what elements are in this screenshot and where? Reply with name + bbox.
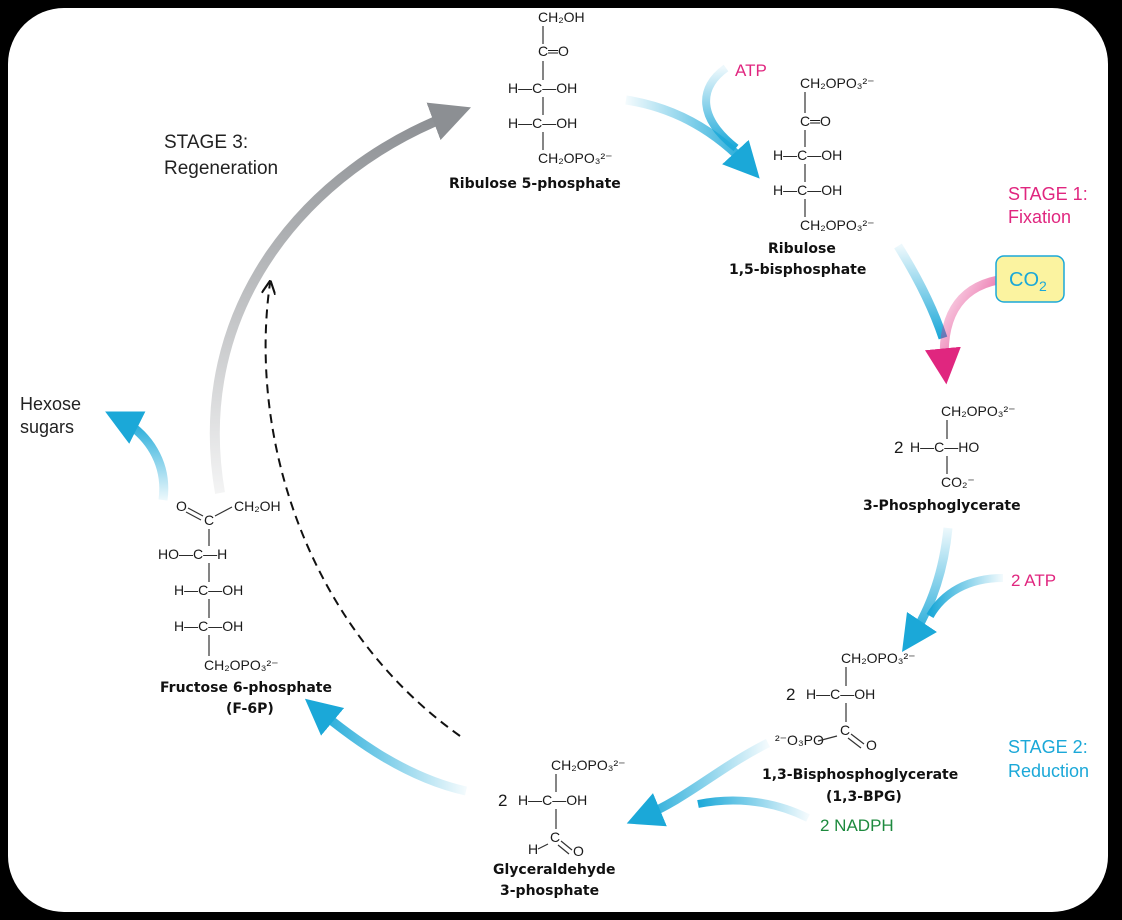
svg-text:CH₂OPO₃²⁻: CH₂OPO₃²⁻ [841, 650, 916, 666]
two-nadph-input-arrow [697, 796, 810, 822]
calvin-cycle-diagram: CO2 ATP 2 ATP 2 NADPH STAGE 3: Regenerat… [20, 9, 1089, 899]
hexose-line2: sugars [20, 417, 74, 437]
atp-label: ATP [735, 61, 767, 80]
two-atp-label: 2 ATP [1011, 571, 1056, 590]
f6p-to-hexose-arrow [105, 411, 169, 501]
3pg-to-bpg-arrow [902, 527, 953, 652]
stage3-line2: Regeneration [164, 158, 278, 179]
svg-text:CO₂⁻: CO₂⁻ [941, 474, 975, 490]
stage2-line2: Reduction [1008, 761, 1089, 781]
svg-text:H—C—OH: H—C—OH [174, 618, 243, 634]
stage2-line1: STAGE 2: [1008, 737, 1088, 757]
svg-text:H—C—OH: H—C—OH [806, 686, 875, 702]
co2-label: CO2 [1009, 269, 1047, 294]
svg-text:CH₂OPO₃²⁻: CH₂OPO₃²⁻ [538, 150, 613, 166]
bpg-to-gap-arrow [626, 738, 771, 827]
rubp-structure: CH₂OPO₃²⁻ C═O H—C—OH H—C—OH CH₂OPO₃²⁻ [773, 75, 875, 233]
svg-text:2: 2 [894, 438, 903, 457]
svg-text:O: O [573, 843, 584, 859]
gap-to-f6p-arrow [304, 698, 467, 796]
svg-text:HO—C—H: HO—C—H [158, 546, 227, 562]
bpg-name-line1: 1,3-Bisphosphoglycerate [762, 767, 958, 783]
svg-text:CH₂OH: CH₂OH [234, 498, 281, 514]
svg-text:C: C [550, 829, 560, 845]
svg-text:H: H [528, 841, 538, 857]
pga-name: 3-Phosphoglycerate [863, 498, 1021, 514]
bpg-name-line2: (1,3-BPG) [826, 789, 902, 805]
rubp-to-3pg-arrow [894, 243, 948, 340]
svg-text:CH₂OPO₃²⁻: CH₂OPO₃²⁻ [800, 75, 875, 91]
dashed-return-arrow [266, 283, 461, 737]
svg-text:CH₂OH: CH₂OH [538, 9, 585, 25]
svg-text:H—C—OH: H—C—OH [773, 147, 842, 163]
stage1-line2: Fixation [1008, 207, 1071, 227]
svg-text:H—C—OH: H—C—OH [508, 115, 577, 131]
stage3-line1: STAGE 3: [164, 132, 248, 153]
svg-text:²⁻O₃PO: ²⁻O₃PO [775, 732, 824, 748]
pga-structure: CH₂OPO₃²⁻ 2 H—C—HO CO₂⁻ [894, 403, 1016, 490]
regeneration-arrow [209, 102, 471, 494]
svg-text:CH₂OPO₃²⁻: CH₂OPO₃²⁻ [941, 403, 1016, 419]
rubp-name-line1: Ribulose [768, 241, 836, 257]
stage1-line1: STAGE 1: [1008, 184, 1088, 204]
svg-text:H—C—OH: H—C—OH [174, 582, 243, 598]
gap-structure: CH₂OPO₃²⁻ 2 H—C—OH C H O [498, 757, 626, 859]
svg-text:H—C—OH: H—C—OH [518, 792, 587, 808]
svg-text:CH₂OPO₃²⁻: CH₂OPO₃²⁻ [204, 657, 279, 673]
svg-text:H—C—OH: H—C—OH [773, 182, 842, 198]
gap-name-line1: Glyceraldehyde [493, 862, 616, 878]
svg-text:2: 2 [498, 791, 507, 810]
co2-box [995, 255, 1065, 303]
svg-text:2: 2 [786, 685, 795, 704]
ru5p-to-rubp-arrow [625, 95, 760, 179]
svg-text:H—C—OH: H—C—OH [508, 80, 577, 96]
rubp-name-line2: 1,5-bisphosphate [729, 262, 866, 278]
co2-input-arrow [925, 275, 1000, 385]
gap-name-line2: 3-phosphate [500, 883, 599, 899]
bpg-structure: CH₂OPO₃²⁻ 2 H—C—OH ²⁻O₃PO C O [775, 650, 916, 753]
svg-text:C: C [204, 512, 214, 528]
svg-text:CH₂OPO₃²⁻: CH₂OPO₃²⁻ [551, 757, 626, 773]
svg-text:C═O: C═O [538, 43, 569, 59]
svg-text:H—C—HO: H—C—HO [910, 439, 979, 455]
two-nadph-label: 2 NADPH [820, 816, 894, 835]
two-atp-input-arrow [926, 574, 1004, 619]
f6p-name-line2: (F-6P) [226, 701, 274, 717]
svg-text:O: O [866, 737, 877, 753]
ru5p-name: Ribulose 5-phosphate [449, 176, 621, 192]
f6p-name-line1: Fructose 6-phosphate [160, 680, 332, 696]
hexose-line1: Hexose [20, 394, 81, 414]
svg-text:CH₂OPO₃²⁻: CH₂OPO₃²⁻ [800, 217, 875, 233]
svg-text:C: C [840, 722, 850, 738]
f6p-structure: O C CH₂OH HO—C—H H—C—OH H—C—OH CH₂OPO₃²⁻ [158, 498, 281, 673]
svg-text:C═O: C═O [800, 113, 831, 129]
atp-input-arrow [702, 64, 739, 152]
svg-text:O: O [176, 498, 187, 514]
ru5p-structure: CH₂OH C═O H—C—OH H—C—OH CH₂OPO₃²⁻ [508, 9, 613, 166]
calvin-cycle-panel: CO2 ATP 2 ATP 2 NADPH STAGE 3: Regenerat… [8, 8, 1108, 912]
